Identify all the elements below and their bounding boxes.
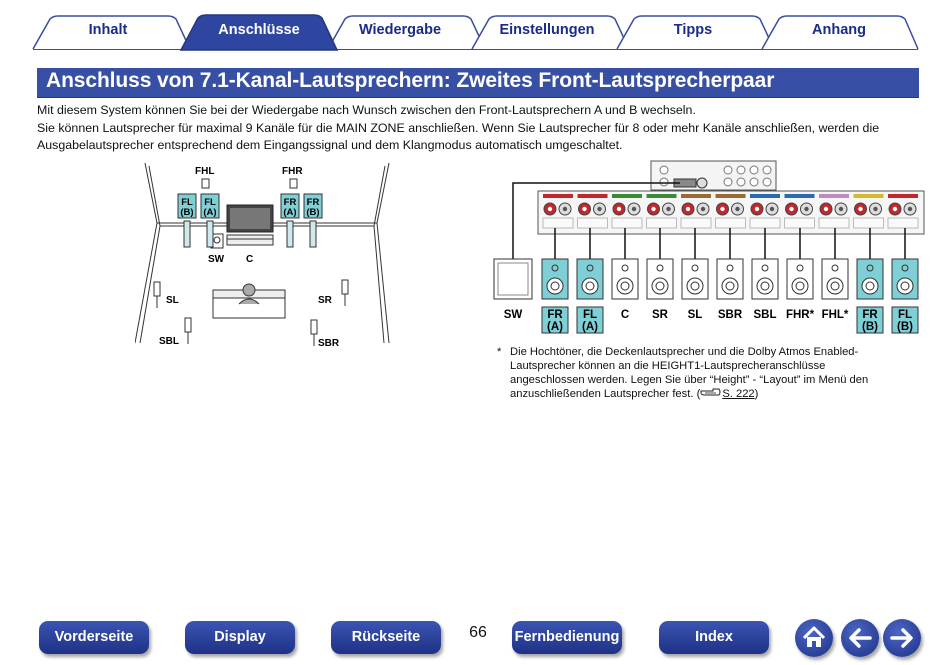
label-c: C [246, 254, 253, 265]
footnote: * Die Hochtöner, die Deckenlautsprecher … [497, 345, 897, 401]
wiring-speaker-label: FR [862, 309, 878, 321]
wiring-speaker: SR [646, 258, 674, 321]
wiring-speaker-label: FL [898, 309, 912, 321]
label-sl: SL [166, 295, 179, 306]
label-sbr: SBR [318, 338, 340, 348]
arrow-left-icon [849, 628, 872, 648]
ref-open: ( [696, 388, 701, 400]
wiring-speaker-label: FL [583, 309, 597, 321]
tab-bar-graphic [32, 14, 919, 51]
footnote-text: Die Hochtöner, die Deckenlautsprecher un… [510, 346, 869, 400]
wiring-speaker-label: FHL* [822, 309, 849, 321]
wiring-speaker-sublabel: (A) [582, 321, 598, 333]
wiring-speaker: SBL [751, 258, 779, 321]
label-fl-a: FL [204, 197, 216, 208]
label-sbl: SBL [159, 336, 179, 347]
wiring-speaker: C [611, 258, 639, 321]
footnote-mark: * [497, 346, 502, 358]
arrow-right-icon [890, 628, 913, 648]
label-fl-b: FL [181, 197, 193, 208]
label-fr-b-sub: (B) [306, 207, 319, 218]
wiring-speaker: SBR [716, 258, 744, 321]
tab-wiedergabe[interactable]: Wiedergabe [358, 22, 442, 38]
label-fr-b: FR [307, 197, 320, 208]
wiring-speaker-sublabel: (A) [547, 321, 563, 333]
description-paragraph: Sie können Lautsprecher für maximal 9 Ka… [37, 121, 880, 152]
label-fhr: FHR [282, 166, 303, 177]
label-fl-b-sub: (B) [180, 207, 193, 218]
nav-vorderseite-button[interactable]: Vorderseite [39, 621, 149, 654]
tab-anschluesse[interactable]: Anschlüsse [218, 22, 300, 38]
wiring-speaker-sublabel: (B) [862, 321, 878, 333]
page-reference-link[interactable]: S. 222 [722, 388, 755, 400]
nav-rueckseite-button[interactable]: Rückseite [331, 621, 441, 654]
top-tab-bar: Inhalt Anschlüsse Wiedergabe Einstellung… [0, 0, 950, 56]
wiring-speaker-sublabel: (B) [897, 321, 913, 333]
label-fr-a: FR [284, 197, 297, 208]
room-layout-diagram: FHL FHR FL (B) FL (A) FR (A) FR (B) SW C… [135, 162, 390, 348]
wiring-speaker-label: FR [547, 309, 563, 321]
wiring-speaker-label: SR [652, 309, 669, 321]
wiring-speaker: FR(B) [856, 258, 884, 334]
wiring-speaker-label: FHR* [786, 309, 815, 321]
tab-inhalt[interactable]: Inhalt [88, 22, 128, 38]
tab-einstellungen[interactable]: Einstellungen [499, 22, 595, 38]
speaker-terminal-row [542, 194, 919, 229]
label-fr-a-sub: (A) [283, 207, 296, 218]
wiring-speaker-label: SL [688, 309, 703, 321]
wiring-label-sw: SW [504, 309, 523, 321]
label-fhl: FHL [195, 166, 214, 177]
wiring-speaker-label: SBR [718, 309, 743, 321]
tab-anhang[interactable]: Anhang [812, 22, 866, 38]
wiring-speaker: FL(B) [891, 258, 919, 334]
wiring-speaker: FL(A) [576, 258, 604, 334]
pointing-hand-icon [700, 388, 721, 396]
label-sr: SR [318, 295, 333, 306]
forward-button[interactable] [883, 619, 921, 657]
page-number: 66 [469, 624, 487, 641]
wiring-speaker-label: SBL [754, 309, 777, 321]
home-button[interactable] [795, 619, 833, 657]
wiring-speaker: SL [681, 258, 709, 321]
nav-index-button[interactable]: Index [659, 621, 769, 654]
page-title: Anschluss von 7.1-Kanal-Lautsprechern: Z… [46, 69, 775, 92]
label-sw: SW [208, 254, 225, 265]
wiring-speaker-label: C [621, 309, 629, 321]
tab-tipps[interactable]: Tipps [673, 22, 713, 38]
nav-display-button[interactable]: Display [185, 621, 295, 654]
ref-close: ) [754, 388, 759, 400]
wiring-speaker: FHR* [786, 258, 815, 321]
intro-paragraph: Mit diesem System können Sie bei der Wie… [37, 103, 696, 117]
wiring-speaker: FHL* [821, 258, 849, 321]
back-button[interactable] [841, 619, 879, 657]
nav-fernbedienung-button[interactable]: Fernbedienung [512, 621, 622, 654]
home-icon [802, 626, 826, 647]
title-bar: Anschluss von 7.1-Kanal-Lautsprechern: Z… [37, 68, 919, 98]
label-fl-a-sub: (A) [203, 207, 216, 218]
wiring-speaker: FR(A) [541, 258, 569, 334]
